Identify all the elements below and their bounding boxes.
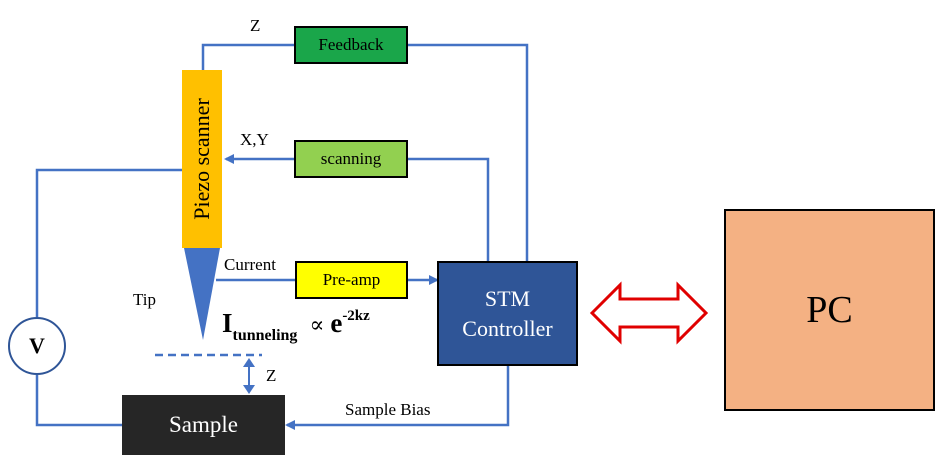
equation-e: e bbox=[330, 308, 343, 338]
feedback-block: Feedback bbox=[294, 26, 408, 64]
pc-block: PC bbox=[724, 209, 935, 411]
z-gap-arrowhead-up bbox=[243, 358, 255, 367]
current-label: Current bbox=[224, 255, 276, 274]
z-wire bbox=[201, 43, 294, 70]
scanning-block: scanning bbox=[294, 140, 408, 178]
tunneling-equation: Itunneling ∝e-2kz bbox=[222, 308, 370, 344]
xy-label: X,Y bbox=[240, 130, 269, 149]
z-label-top: Z bbox=[250, 16, 261, 35]
stm-controller-block: STM Controller bbox=[437, 261, 578, 366]
equation-i: I bbox=[222, 308, 233, 338]
z-gap-arrowhead-down bbox=[243, 385, 255, 394]
sample-block: Sample bbox=[122, 395, 285, 455]
voltmeter-bottom-wire bbox=[35, 375, 122, 427]
sample-bias-label: Sample Bias bbox=[345, 400, 431, 419]
voltmeter-symbol: V bbox=[8, 317, 66, 375]
piezo-scanner-block: Piezo scanner bbox=[182, 70, 222, 248]
stm-controller-line1: STM bbox=[484, 285, 531, 311]
equation-relation: ∝ bbox=[309, 312, 325, 337]
feedback-wire bbox=[408, 43, 529, 261]
tip-label: Tip bbox=[133, 290, 157, 309]
equation-subscript: tunneling bbox=[232, 327, 298, 344]
preamp-block: Pre-amp bbox=[295, 261, 408, 299]
tip-shape bbox=[184, 248, 220, 340]
z-gap-label: Z bbox=[266, 366, 277, 385]
double-arrow-icon bbox=[589, 281, 709, 345]
voltmeter-top-wire bbox=[35, 168, 182, 317]
equation-exponent: -2kz bbox=[342, 308, 370, 324]
sample-bias-wire bbox=[285, 366, 510, 430]
scanning-wire bbox=[408, 157, 490, 261]
piezo-scanner-label: Piezo scanner bbox=[189, 98, 214, 220]
stm-controller-line2: Controller bbox=[462, 315, 553, 341]
